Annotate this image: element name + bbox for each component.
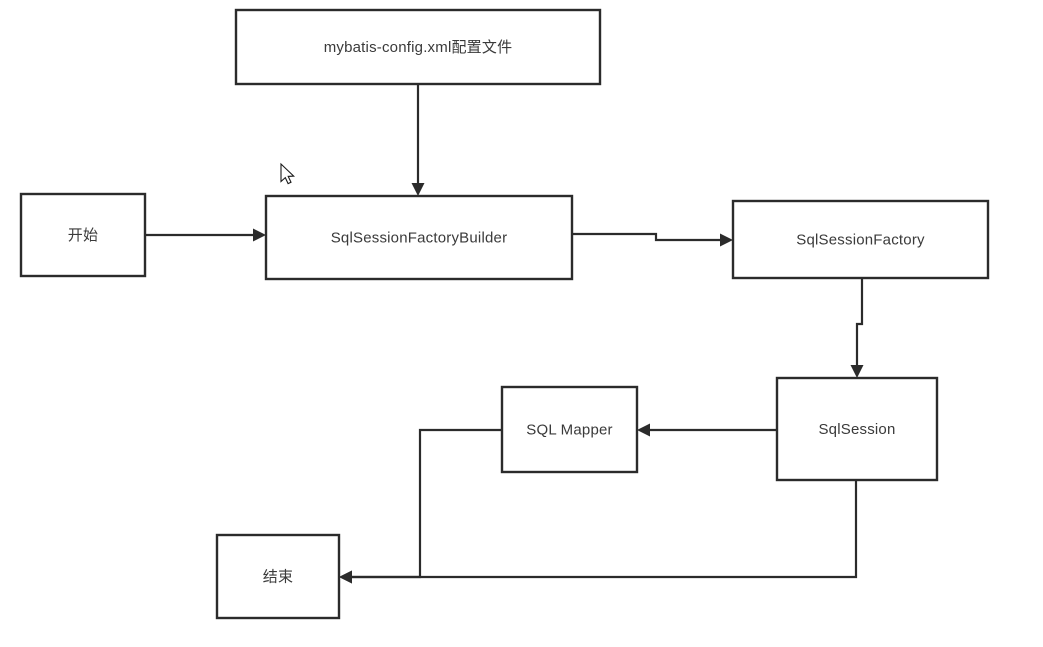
node-box-config[interactable] — [234, 8, 602, 86]
node-box-mapper[interactable] — [500, 385, 639, 474]
node-mapper[interactable]: SQL Mapper — [500, 385, 639, 474]
node-box-factory[interactable] — [731, 199, 990, 280]
node-label-mapper: SQL Mapper — [526, 421, 613, 438]
edge-arrowhead — [411, 183, 425, 196]
edge-factory-to-sqlsession — [850, 278, 864, 378]
node-end[interactable]: 结束 — [215, 533, 341, 620]
node-start[interactable]: 开始 — [19, 192, 147, 278]
node-box-sqlsession[interactable] — [775, 376, 939, 482]
node-box-end[interactable] — [215, 533, 341, 620]
edge-start-to-builder — [145, 228, 266, 242]
mouse-pointer-icon — [280, 162, 296, 185]
edge-arrowhead — [637, 423, 650, 437]
edge-mapper-to-end — [339, 428, 502, 584]
node-label-start: 开始 — [68, 227, 98, 244]
edge-layer — [145, 84, 864, 584]
node-label-factory: SqlSessionFactory — [796, 231, 925, 248]
edge-line — [351, 428, 502, 579]
node-sqlsession[interactable]: SqlSession — [775, 376, 939, 482]
node-label-sqlsession: SqlSession — [818, 421, 895, 438]
edge-line — [351, 480, 858, 579]
node-label-config: mybatis-config.xml配置文件 — [324, 39, 513, 56]
edge-sqlsession-to-mapper — [637, 423, 777, 437]
edge-arrowhead — [253, 228, 266, 242]
node-factory[interactable]: SqlSessionFactory — [731, 199, 990, 280]
edge-arrowhead — [339, 570, 352, 584]
node-box-start[interactable] — [19, 192, 147, 278]
node-config[interactable]: mybatis-config.xml配置文件 — [234, 8, 602, 86]
edge-builder-to-factory — [572, 232, 733, 247]
edge-arrowhead — [850, 365, 864, 378]
edge-line — [572, 232, 722, 242]
node-builder[interactable]: SqlSessionFactoryBuilder — [264, 194, 574, 281]
cursor-arrow-shape — [280, 162, 296, 185]
node-label-builder: SqlSessionFactoryBuilder — [331, 229, 508, 246]
node-box-builder[interactable] — [264, 194, 574, 281]
node-label-end: 结束 — [263, 568, 293, 585]
edge-line — [855, 278, 864, 372]
edge-arrowhead — [720, 233, 733, 247]
edge-sqlsession-to-end — [339, 480, 858, 584]
edge-config-to-builder — [411, 84, 425, 196]
